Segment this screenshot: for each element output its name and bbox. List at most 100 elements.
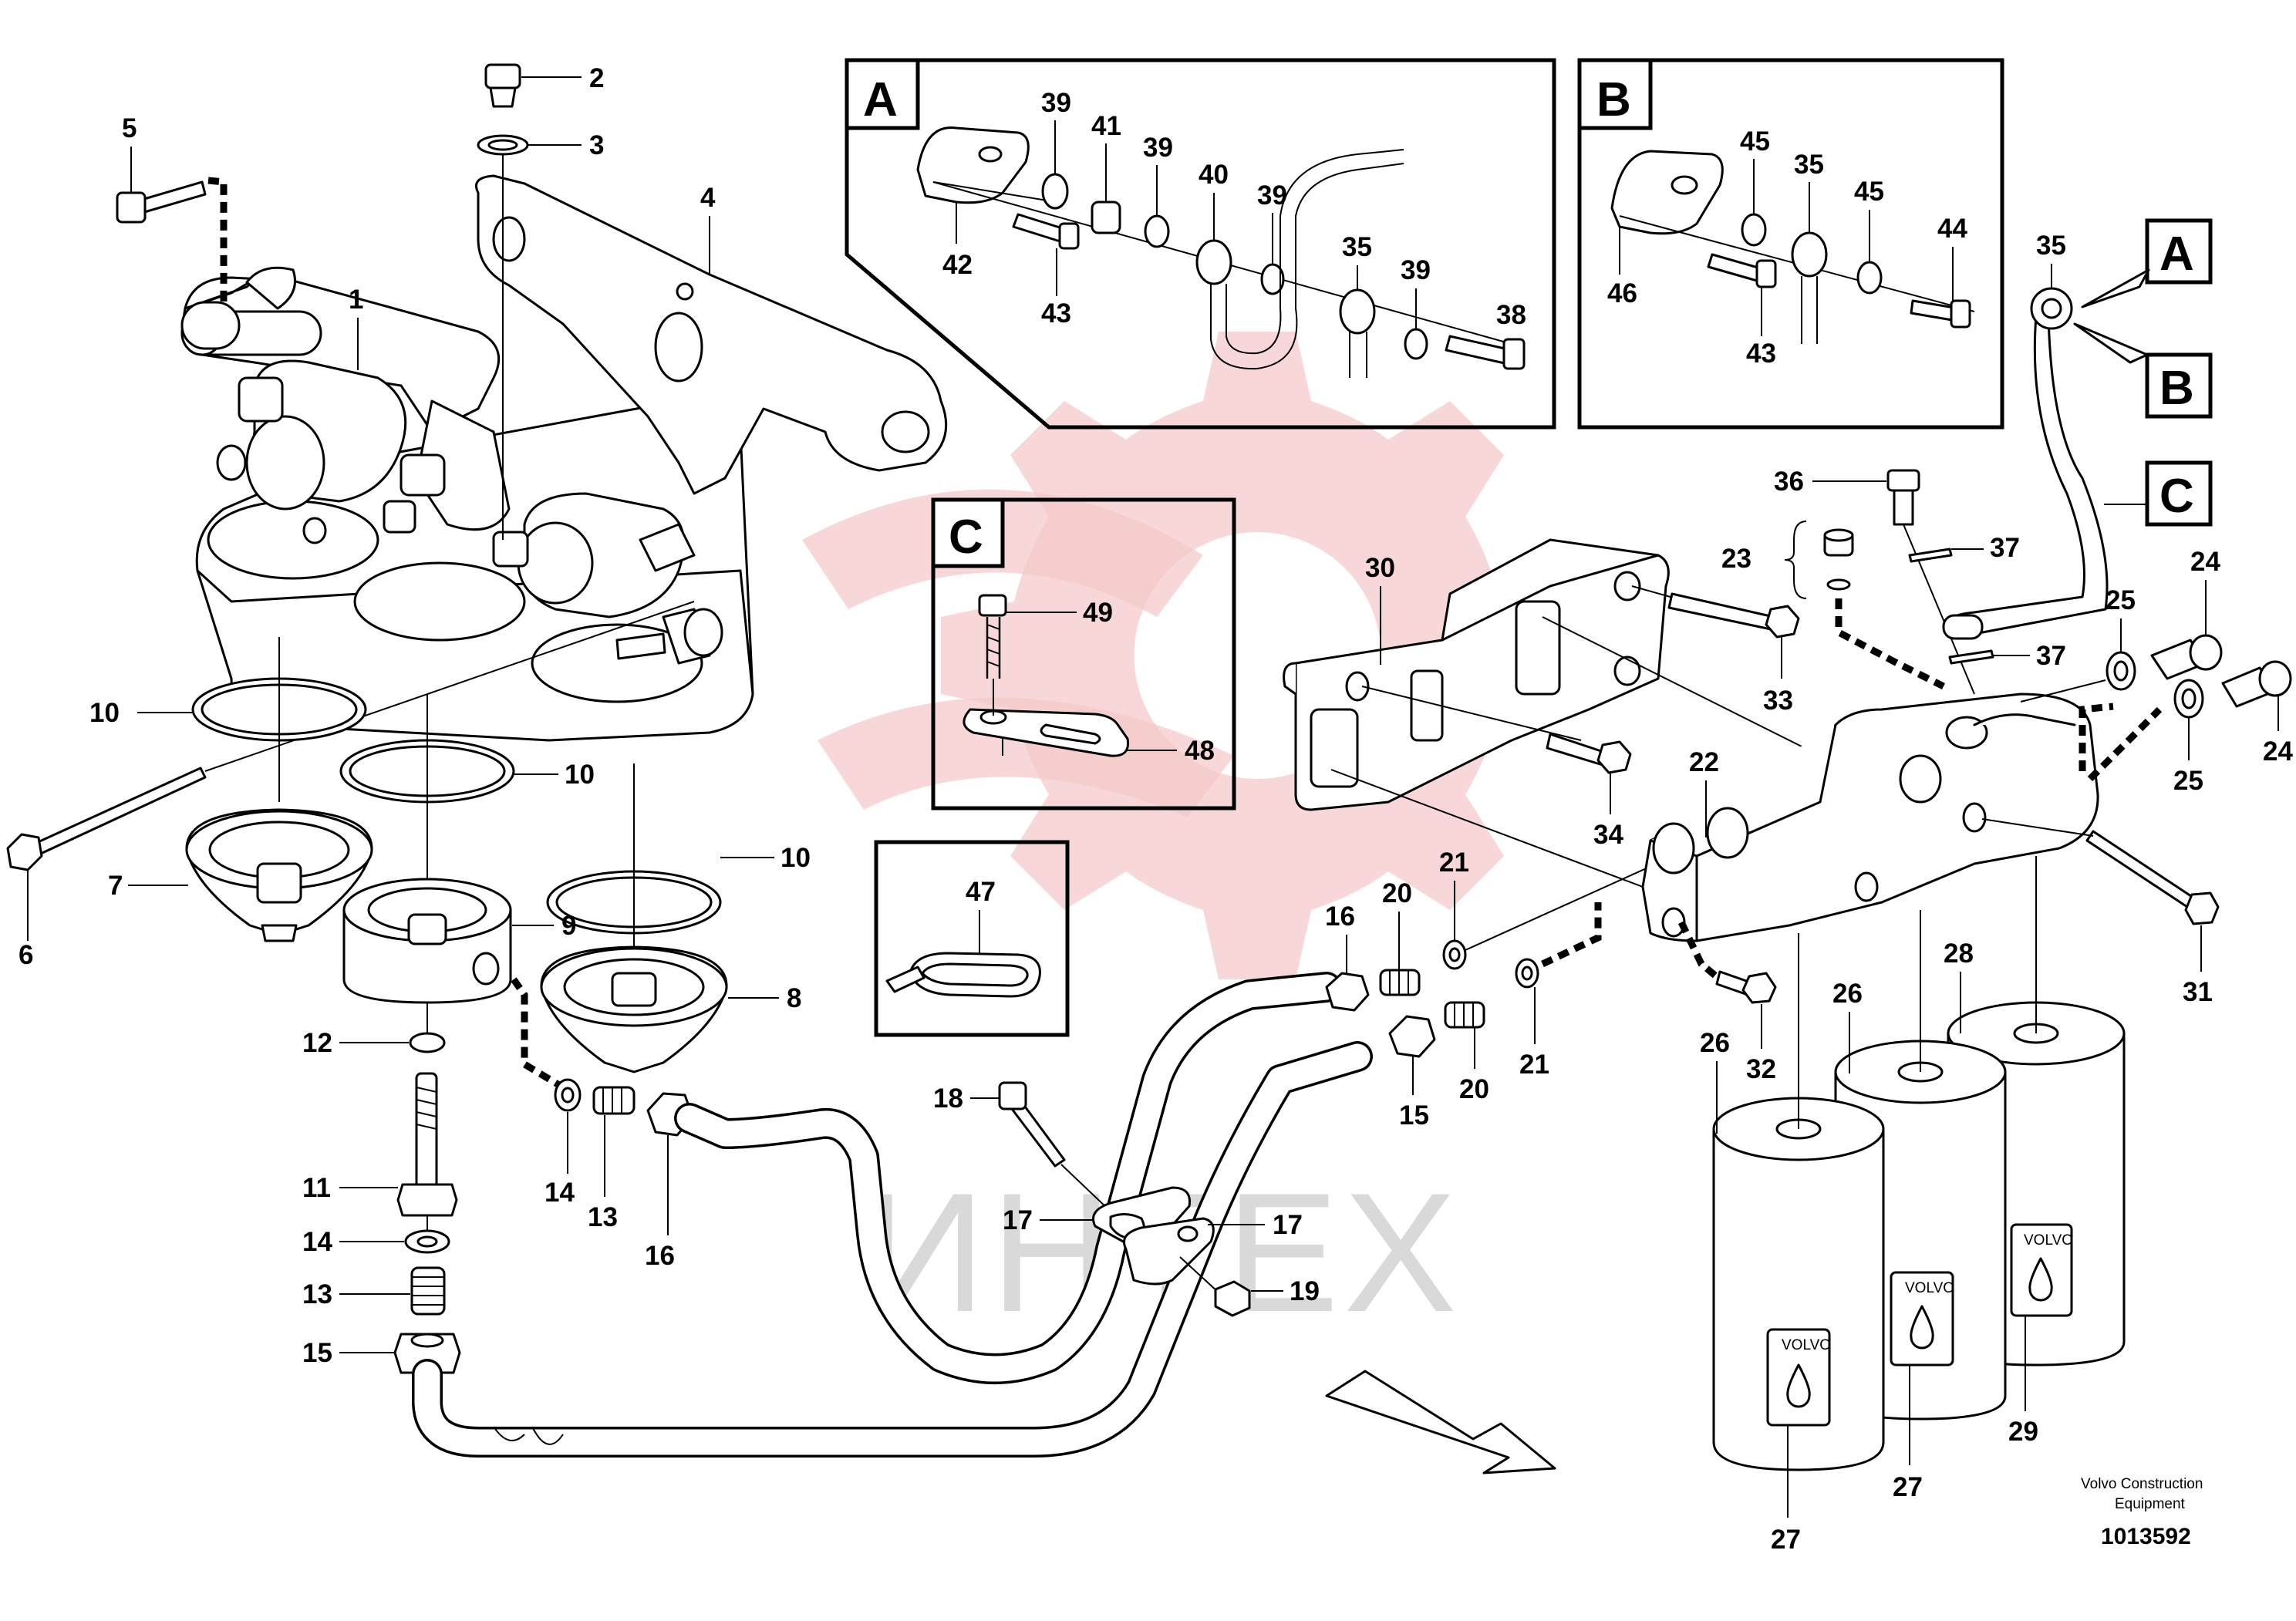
callout-23: 23 (1721, 544, 1752, 574)
callout-35: 35 (1342, 232, 1372, 262)
callout-21: 21 (1519, 1050, 1549, 1080)
callout-45: 45 (1740, 126, 1770, 157)
callout-37: 37 (1990, 533, 2020, 563)
svg-text:VOLVO: VOLVO (1905, 1280, 1954, 1296)
detail-b: B 45 35 45 44 46 43 (1577, 58, 2004, 430)
fuel-drop-icon (1786, 1363, 1811, 1408)
hose-nut (1325, 972, 1370, 1012)
callout-20: 20 (1459, 1074, 1489, 1104)
svg-text:VOLVO: VOLVO (1782, 1337, 1831, 1353)
o-ring-small (1826, 578, 1851, 591)
callout-35: 35 (2036, 231, 2066, 261)
detail-cable-tie: 47 (874, 840, 1070, 1037)
detail-a-frame (845, 58, 1556, 430)
detail-a-label-box (845, 58, 920, 130)
callout-16: 16 (1325, 901, 1355, 932)
detail-47-frame (874, 840, 1070, 1037)
callout-4: 4 (700, 183, 716, 213)
callout-16: 16 (645, 1241, 675, 1271)
bolt (137, 180, 207, 214)
callout-19: 19 (1290, 1276, 1320, 1306)
callout-12: 12 (302, 1028, 332, 1058)
o-ring-small (409, 1032, 446, 1053)
nipple (410, 1266, 446, 1316)
callout-42: 42 (942, 250, 973, 280)
callout-25: 25 (2106, 585, 2136, 615)
fuel-filter-front: VOLVO (1712, 1097, 1885, 1471)
svg-text:C: C (2159, 470, 2194, 523)
callout-40: 40 (1199, 160, 1229, 190)
detail-a-label: A (863, 73, 898, 126)
detail-c-label: C (949, 511, 983, 564)
callout-14: 14 (302, 1227, 332, 1257)
callout-6: 6 (19, 940, 33, 970)
washer (1948, 649, 1994, 665)
detail-c-frame (931, 497, 1236, 810)
callout-1: 1 (349, 285, 363, 315)
svg-text:VOLVO: VOLVO (2024, 1232, 2073, 1249)
callout-24: 24 (2263, 736, 2293, 767)
callout-27: 27 (1893, 1472, 1923, 1502)
callout-37: 37 (2036, 641, 2066, 671)
callout-30: 30 (1365, 553, 1395, 583)
callout-39: 39 (1401, 255, 1431, 285)
direction-arrow-icon (1325, 1370, 1556, 1474)
callout-10: 10 (89, 698, 120, 728)
svg-text:B: B (2159, 362, 2194, 415)
fuel-drop-icon (2028, 1257, 2053, 1302)
callout-21: 21 (1439, 848, 1469, 878)
document-number: 1013592 (2101, 1524, 2191, 1549)
callout-27: 27 (1771, 1525, 1801, 1555)
callout-44: 44 (1937, 214, 1967, 244)
callout-45: 45 (1854, 177, 1884, 207)
callout-46: 46 (1607, 278, 1637, 308)
callout-43: 43 (1746, 339, 1776, 369)
callout-8: 8 (787, 983, 801, 1013)
detail-c: C 49 48 (931, 497, 1236, 810)
nut (1214, 1280, 1251, 1317)
callout-47: 47 (966, 877, 996, 907)
callout-38: 38 (1496, 300, 1526, 330)
detail-b-label-box (1577, 58, 1653, 130)
callout-34: 34 (1593, 820, 1623, 850)
callout-11: 11 (302, 1173, 331, 1203)
filter-head-housing (180, 276, 754, 742)
callout-36: 36 (1774, 467, 1804, 497)
mounting-bracket (1283, 538, 1883, 888)
brace-icon (1784, 521, 1807, 599)
callout-26: 26 (1700, 1028, 1730, 1058)
callout-2: 2 (589, 63, 604, 93)
callout-20: 20 (1382, 878, 1412, 908)
callout-35: 35 (1794, 150, 1824, 180)
credit-line-2: Equipment (2115, 1496, 2186, 1512)
washer (1908, 548, 1953, 563)
callout-10: 10 (565, 760, 595, 790)
long-bolt (26, 767, 207, 859)
callout-39: 39 (1257, 180, 1287, 211)
callout-22: 22 (1689, 747, 1719, 777)
detail-c-label-box (931, 497, 1005, 568)
callout-31: 31 (2183, 977, 2213, 1007)
callout-26: 26 (1832, 979, 1863, 1009)
callout-48: 48 (1185, 736, 1215, 766)
bolt (2085, 830, 2200, 912)
pipe-ref-c: C (2104, 460, 2213, 527)
callout-13: 13 (588, 1202, 618, 1232)
plug (484, 63, 521, 89)
detail-b-frame (1577, 58, 2004, 430)
callout-49: 49 (1083, 598, 1113, 628)
callout-10: 10 (781, 843, 811, 873)
callout-5: 5 (122, 113, 137, 143)
callout-17: 17 (1003, 1205, 1033, 1235)
callout-14: 14 (544, 1178, 575, 1208)
callout-15: 15 (1399, 1100, 1429, 1131)
callout-3: 3 (589, 130, 604, 160)
svg-text:A: A (2159, 227, 2194, 281)
callout-39: 39 (1041, 88, 1071, 118)
callout-9: 9 (561, 911, 576, 941)
detail-b-label: B (1596, 73, 1631, 126)
credit-line-1: Volvo Construction (2081, 1476, 2203, 1492)
watermark-gear-icon (941, 332, 1573, 979)
credit-block: Volvo Construction Equipment 1013592 (2081, 1476, 2203, 1549)
